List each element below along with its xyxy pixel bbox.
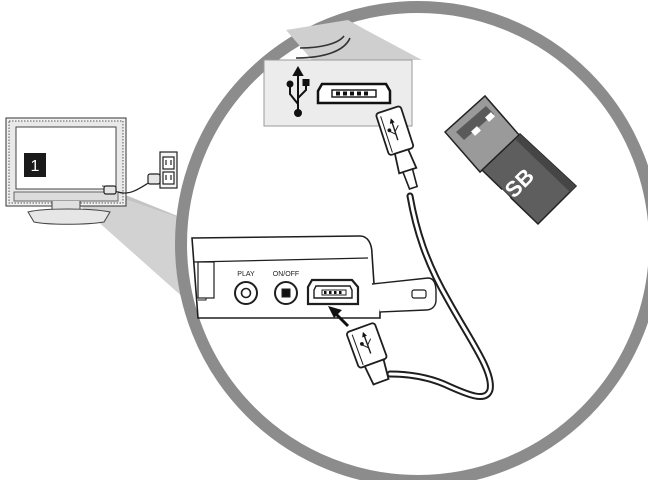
play-label: PLAY xyxy=(237,271,255,278)
step-badge: 1 xyxy=(24,153,46,177)
step-number: 1 xyxy=(31,158,40,175)
on-off-label: ON/OFF xyxy=(273,271,299,278)
mini-usb-port-icon xyxy=(318,84,390,103)
